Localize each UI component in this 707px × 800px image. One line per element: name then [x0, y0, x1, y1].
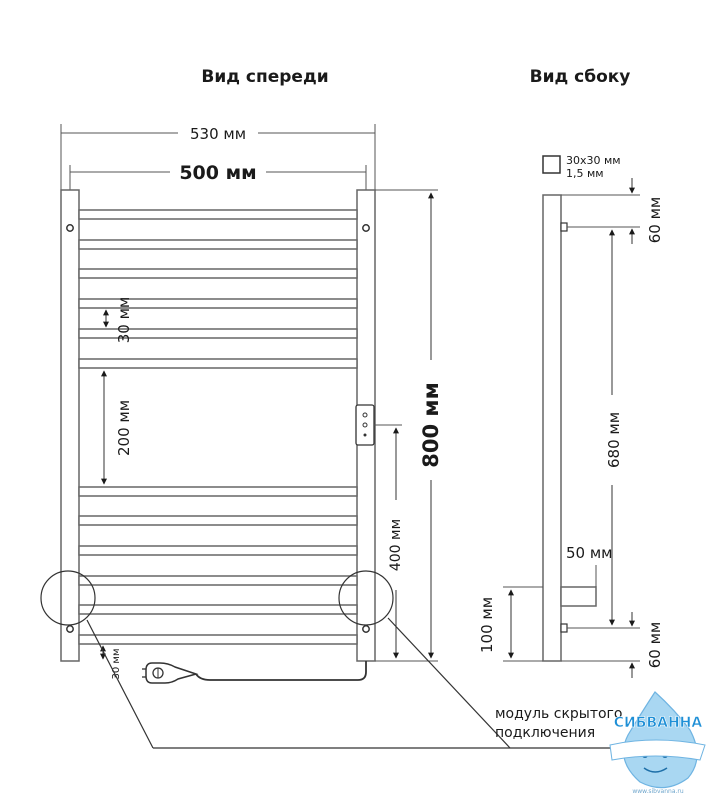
- rung: [78, 575, 358, 586]
- rung: [78, 268, 358, 279]
- rung: [78, 298, 358, 309]
- bottom-mount-stub: [560, 623, 568, 633]
- profile-size-label: 30x30 мм: [566, 154, 621, 167]
- right-top-mount: [362, 224, 370, 232]
- dim-width-outer-label: 530 мм: [190, 125, 246, 143]
- logo-url: www.sibvanna.ru: [632, 788, 684, 795]
- rungs: [78, 209, 358, 645]
- dim-width-inner: 500 мм: [69, 162, 367, 190]
- dim-control-height: 400 мм: [374, 424, 404, 659]
- dim-width-outer: 530 мм: [60, 124, 376, 190]
- side-post: [542, 194, 562, 662]
- dim-gap-small-label: 30 мм: [115, 297, 133, 344]
- top-mount-stub: [560, 222, 568, 232]
- rung: [78, 604, 358, 615]
- dim-mount-distance-label: 680 мм: [605, 412, 623, 468]
- logo-brand: СИБВАННА: [614, 715, 703, 731]
- left-bottom-mount: [66, 625, 74, 633]
- rung: [78, 328, 358, 339]
- sibvanna-logo: СИБВАННА www.sibvanna.ru: [609, 691, 706, 795]
- bracket-depth-label: 50 мм: [566, 544, 613, 562]
- rung: [78, 239, 358, 250]
- dim-bottom-offset-label: 30 мм: [111, 649, 122, 680]
- dim-height-total-label: 800 мм: [419, 382, 443, 467]
- rung: [78, 545, 358, 556]
- rung: [78, 358, 358, 369]
- dim-control-height-label: 400 мм: [388, 519, 404, 571]
- dim-gap-small: 30 мм: [103, 297, 133, 344]
- detail-circle-right: [338, 570, 394, 626]
- dim-gap-large: 200 мм: [101, 370, 133, 485]
- profile-section: [542, 155, 561, 174]
- power-plug: [142, 661, 367, 684]
- dim-bracket-height: 100 мм: [478, 586, 543, 662]
- dim-width-inner-label: 500 мм: [179, 162, 256, 184]
- right-bottom-mount: [362, 625, 370, 633]
- left-top-mount: [66, 224, 74, 232]
- dim-height-total: 800 мм: [375, 189, 443, 662]
- callout-lines: [40, 570, 610, 749]
- wall-bracket: [560, 586, 597, 607]
- callout-line1: модуль скрытого: [495, 706, 622, 722]
- side-top-offset-label: 60 мм: [646, 197, 664, 244]
- profile-wall-label: 1,5 мм: [566, 167, 604, 180]
- rung: [78, 634, 358, 645]
- rung: [78, 209, 358, 220]
- side-view-title: Вид сбоку: [530, 67, 631, 87]
- left-post: [60, 189, 80, 662]
- side-bottom-offset-label: 60 мм: [646, 622, 664, 669]
- rung: [78, 515, 358, 526]
- detail-circle-left: [40, 570, 96, 626]
- rung: [78, 486, 358, 497]
- control-module: [355, 404, 375, 446]
- dim-bottom-offset: 30 мм: [100, 645, 122, 680]
- front-view-title: Вид спереди: [201, 67, 328, 87]
- dim-gap-large-label: 200 мм: [115, 400, 133, 456]
- dim-mount-distance: 680 мм: [567, 229, 640, 629]
- callout-line2: подключения: [495, 725, 595, 741]
- dim-bracket-height-label: 100 мм: [478, 597, 496, 653]
